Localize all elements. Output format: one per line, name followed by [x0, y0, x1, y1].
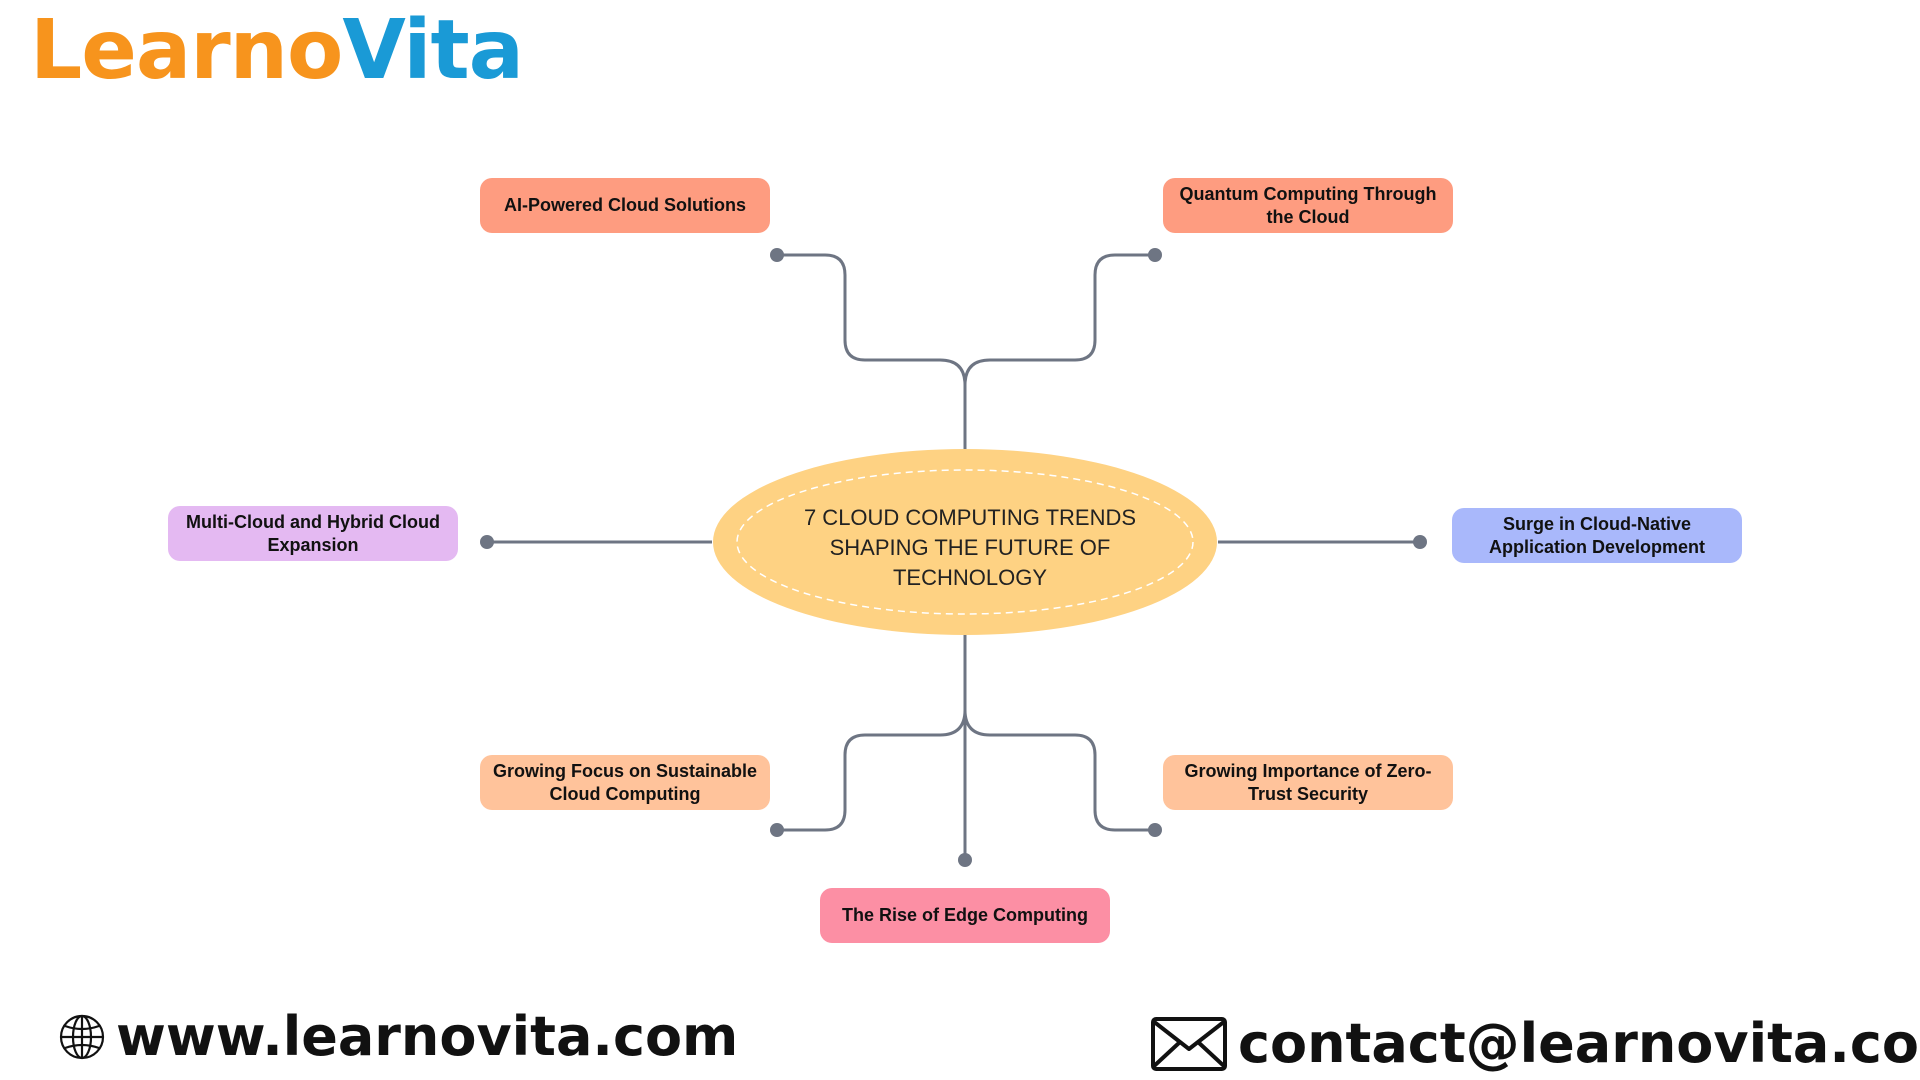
endpoint-bottom-left	[770, 823, 784, 837]
learnovita-logo: LearnoVita	[30, 10, 524, 92]
node-zero-trust-security: Growing Importance of Zero-Trust Securit…	[1163, 755, 1453, 810]
connector-top-left-branch	[777, 253, 967, 450]
footer-website: www.learnovita.com	[58, 1005, 738, 1068]
globe-icon	[59, 1014, 105, 1059]
connector-lines	[487, 253, 1420, 860]
center-ellipse	[713, 449, 1217, 635]
endpoint-right	[1413, 535, 1427, 549]
node-quantum-computing: Quantum Computing Through the Cloud	[1163, 178, 1453, 233]
envelope-icon	[1151, 1016, 1227, 1071]
node-cloud-native: Surge in Cloud-Native Application Develo…	[1452, 508, 1742, 563]
connector-bottom-left-branch	[777, 709, 967, 832]
endpoint-top-left	[770, 248, 784, 262]
connector-endpoints	[480, 248, 1427, 867]
center-ellipse-dashed-ring	[736, 469, 1194, 615]
logo-text-learno: Learno	[30, 3, 343, 98]
logo-text-vita: Vita	[342, 3, 524, 98]
node-sustainable-cloud: Growing Focus on Sustainable Cloud Compu…	[480, 755, 770, 810]
endpoint-bottom	[958, 853, 972, 867]
connector-bottom-right-branch	[963, 709, 1155, 832]
footer-email: contact@learnovita.com	[1150, 1012, 1920, 1075]
node-multi-cloud-hybrid: Multi-Cloud and Hybrid Cloud Expansion	[168, 506, 458, 561]
node-ai-powered-cloud: AI-Powered Cloud Solutions	[480, 178, 770, 233]
node-edge-computing: The Rise of Edge Computing	[820, 888, 1110, 943]
endpoint-left	[480, 535, 494, 549]
connector-top-right-branch	[963, 253, 1155, 386]
website-link[interactable]: www.learnovita.com	[116, 1005, 739, 1068]
center-title: 7 CLOUD COMPUTING TRENDS SHAPING THE FUT…	[803, 505, 1137, 590]
endpoint-top-right	[1148, 248, 1162, 262]
endpoint-bottom-right	[1148, 823, 1162, 837]
email-link[interactable]: contact@learnovita.com	[1238, 1012, 1920, 1075]
